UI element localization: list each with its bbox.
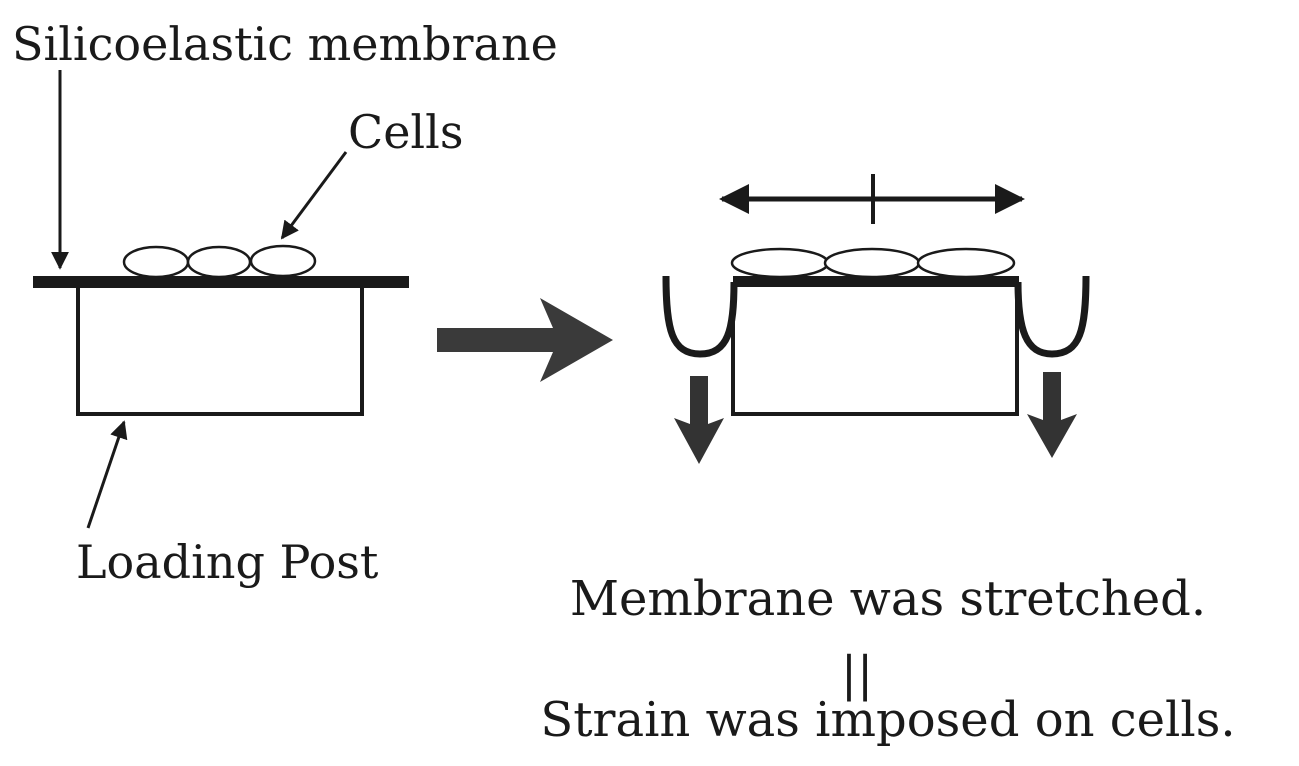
- membrane-sag-left: [662, 275, 738, 358]
- membrane-stretched: [733, 276, 1019, 287]
- resting-state: Silicoelastic membrane Cells Loading Pos…: [12, 17, 558, 589]
- loading-post: [76, 284, 364, 416]
- caption-line-1: Membrane was stretched.: [570, 571, 1206, 627]
- cell-stretched: [916, 247, 1016, 279]
- caption: Membrane was stretched. || Strain was im…: [540, 571, 1235, 748]
- cell-stretched: [823, 247, 921, 279]
- membrane-label: Silicoelastic membrane: [12, 17, 558, 71]
- membrane: [33, 276, 409, 288]
- load-arrow-left: [674, 376, 724, 464]
- transition-arrow: [437, 298, 613, 382]
- cell: [122, 245, 190, 279]
- cells-label: Cells: [348, 105, 463, 159]
- cell: [186, 245, 252, 279]
- cell: [249, 244, 317, 278]
- cell-stretched: [730, 247, 830, 279]
- membrane-sag-right: [1014, 275, 1090, 358]
- stretched-state: [662, 174, 1090, 464]
- post-pointer-arrow: [86, 420, 128, 529]
- cells-pointer-arrow: [280, 151, 348, 240]
- loading-post-label: Loading Post: [76, 535, 379, 589]
- loading-post-stretched: [731, 282, 1019, 416]
- caption-equals-sign: ||: [841, 646, 873, 702]
- load-arrow-right: [1027, 372, 1077, 458]
- caption-line-2: Strain was imposed on cells.: [540, 692, 1235, 748]
